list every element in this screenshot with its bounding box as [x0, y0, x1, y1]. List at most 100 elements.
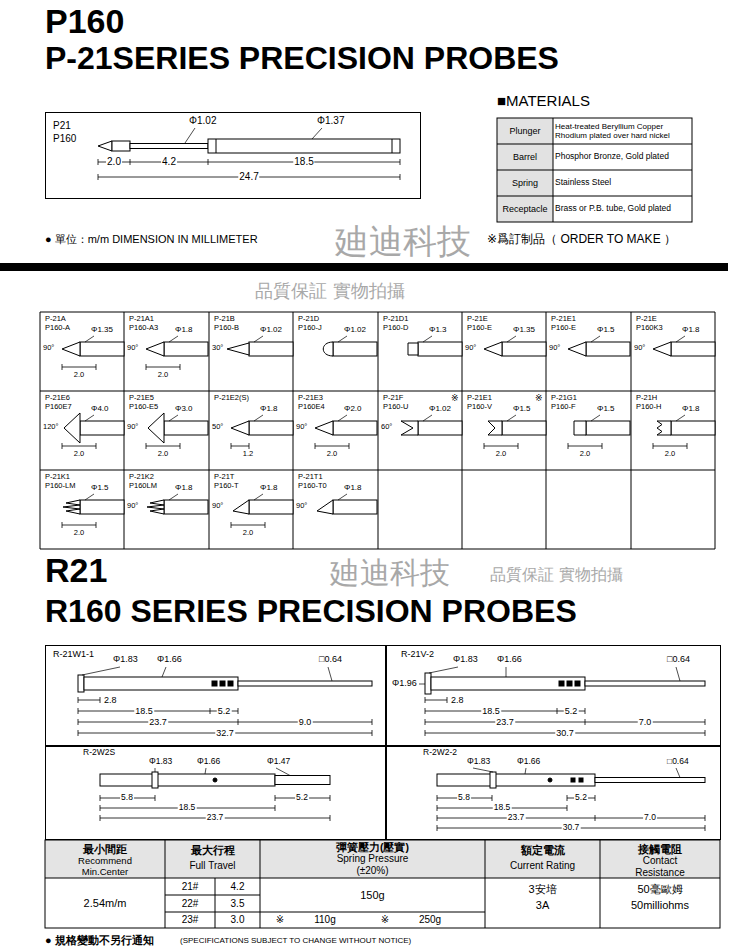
probe-model-panel: R-21V-2Φ1.83Φ1.66□0.64Φ1.962.818.55.223.…: [385, 645, 721, 747]
spec-table-cell: 3.5: [215, 895, 260, 912]
tip-part-number: P-21A1: [128, 315, 155, 324]
dimension-label: 5.8: [457, 793, 471, 803]
dimension-label: 9.0: [298, 717, 313, 727]
spec-table-cell: 50milliohms: [600, 898, 720, 913]
materials-cell: Heat-treated Beryllium Copper Rhodium pl…: [555, 118, 692, 144]
dimension-label: 2.0: [664, 450, 676, 459]
spec-table-cell: Spring Pressure: [260, 853, 485, 865]
diameter-label: Φ1.8: [259, 483, 279, 492]
tip-style-cell: P-21TP160-TΦ1.890°2.0: [209, 470, 293, 549]
watermark: 廸迪科技: [335, 222, 471, 261]
dimension-label: 2.0: [157, 450, 169, 459]
dimension-label: 18.5: [293, 156, 314, 168]
tip-part-number: P160E7: [44, 403, 73, 412]
tip-part-number: P-21D: [297, 315, 320, 324]
diameter-label: Φ1.5: [596, 404, 616, 413]
dimension-label: P21: [52, 120, 72, 132]
materials-cell: Stainless Steel: [555, 170, 692, 196]
dimension-label: 23.7: [148, 717, 168, 727]
angle-label: 90°: [211, 502, 224, 511]
spec-table-cell: 3A: [485, 898, 600, 913]
tip-style-cell: P-21K1P160-LMΦ1.52.0: [40, 470, 124, 549]
tip-style-cell: P-21EP160-EΦ1.3590°: [462, 312, 546, 391]
spec-table-cell: 2.54m/m: [45, 878, 165, 928]
series-heading: P-21SERIES PRECISION PROBES: [45, 40, 559, 77]
dimension-label: □0.64: [666, 757, 690, 767]
dimension-label: 2.0: [73, 450, 85, 459]
receptacle-illustration: [419, 667, 705, 736]
dimension-label: 2.8: [103, 695, 118, 705]
dimension-label: Φ1.83: [148, 757, 173, 767]
angle-label: 90°: [42, 344, 55, 353]
tip-grid-lines: [40, 312, 715, 549]
dimension-label: 23.7: [507, 813, 526, 823]
dimension-label: 2.8: [450, 695, 465, 705]
watermark: 品質保証 實物拍攝: [490, 566, 623, 584]
tip-part-number: P-21F: [382, 394, 404, 403]
spec-table-cell: 最大行程: [165, 843, 260, 857]
tip-part-number: P-21G1: [550, 394, 578, 403]
tip-part-number: P160K3: [635, 324, 664, 333]
series-heading: R21: [45, 551, 107, 590]
tip-style-cell: P-21A1P160-A3Φ1.890°2.0: [124, 312, 209, 391]
materials-cell: Barrel: [497, 144, 553, 170]
tip-part-number: P-21T: [213, 473, 235, 482]
tip-part-number: P160-A3: [128, 324, 159, 333]
diameter-label: Φ1.35: [90, 325, 114, 334]
tip-part-number: P-21E1: [466, 394, 493, 403]
spec-table-cell: Current Rating: [485, 859, 600, 873]
tip-style-cell: P-21HP160-HΦ1.82.0: [631, 391, 715, 470]
dimension-label: 2.0: [157, 371, 169, 380]
tip-part-number: P160-LM: [44, 482, 76, 491]
spec-table-cell: 22#: [165, 895, 215, 912]
spec-table-cell: ※: [375, 912, 395, 928]
dimension-label: 23.7: [495, 717, 515, 727]
order-mark: ※: [450, 393, 460, 403]
dimension-label: Φ1.83: [112, 654, 139, 664]
diameter-label: Φ1.3: [428, 325, 448, 334]
diameter-label: Φ2.0: [343, 404, 363, 413]
spec-table-cell: 彈簧壓力(壓實): [260, 841, 485, 853]
spec-table: [45, 840, 720, 928]
angle-label: 50°: [211, 423, 224, 432]
tip-part-number: P160LM: [128, 482, 158, 491]
dimension-label: Φ1.66: [516, 757, 541, 767]
diameter-label: Φ1.8: [681, 404, 701, 413]
tip-part-number: P-21E6: [44, 394, 71, 403]
spec-table-cell: 50毫歐姆: [600, 882, 720, 897]
probe-model-panel: R-21W1-1Φ1.83Φ1.66□0.642.818.55.223.732.…: [45, 645, 387, 747]
spec-table-cell: ※: [270, 912, 290, 928]
dimension-label: Φ1.66: [496, 654, 523, 664]
dimension-label: Φ1.96: [391, 678, 418, 688]
probe-drawing-frame: P21P160Φ1.02Φ1.372.04.218.524.7: [45, 112, 421, 199]
diameter-label: Φ1.8: [259, 404, 279, 413]
tip-style-cell: P-21T1P160-T0Φ1.890°: [293, 470, 378, 549]
diameter-label: Φ1.02: [428, 404, 452, 413]
tip-part-number: P160-E: [466, 324, 493, 333]
spec-table-cell: 23#: [165, 912, 215, 928]
materials-cell: Receptacle: [497, 196, 553, 222]
spec-table-cell: 接觸電阻: [600, 842, 720, 856]
tip-style-cell: P-21G1P160-FΦ1.52.0: [546, 391, 631, 470]
dimension-label: 32.7: [215, 728, 235, 738]
tip-part-number: P-21E5: [128, 394, 155, 403]
angle-label: 90°: [126, 344, 139, 353]
dimension-label: 23.7: [206, 813, 225, 823]
tip-part-number: P160-E: [550, 324, 577, 333]
dimension-label: 5.2: [217, 706, 232, 716]
angle-label: 90°: [295, 423, 308, 432]
tip-style-cell: P-21E5P160-E5Φ3.090°2.0: [124, 391, 209, 470]
separator-bar: [0, 263, 728, 271]
spec-table-cell: 250g: [400, 912, 460, 928]
spec-table-cell: 150g: [260, 878, 485, 912]
angle-label: 90°: [633, 344, 646, 353]
tip-part-number: P160-T: [213, 482, 240, 491]
diameter-label: Φ1.8: [681, 325, 701, 334]
spec-table-cell: (±20%): [260, 865, 485, 877]
dimension-label: 18.5: [134, 706, 154, 716]
dimension-label: 4.2: [161, 156, 177, 168]
tip-part-number: P-21E3: [297, 394, 324, 403]
order-mark: ※: [534, 393, 544, 403]
